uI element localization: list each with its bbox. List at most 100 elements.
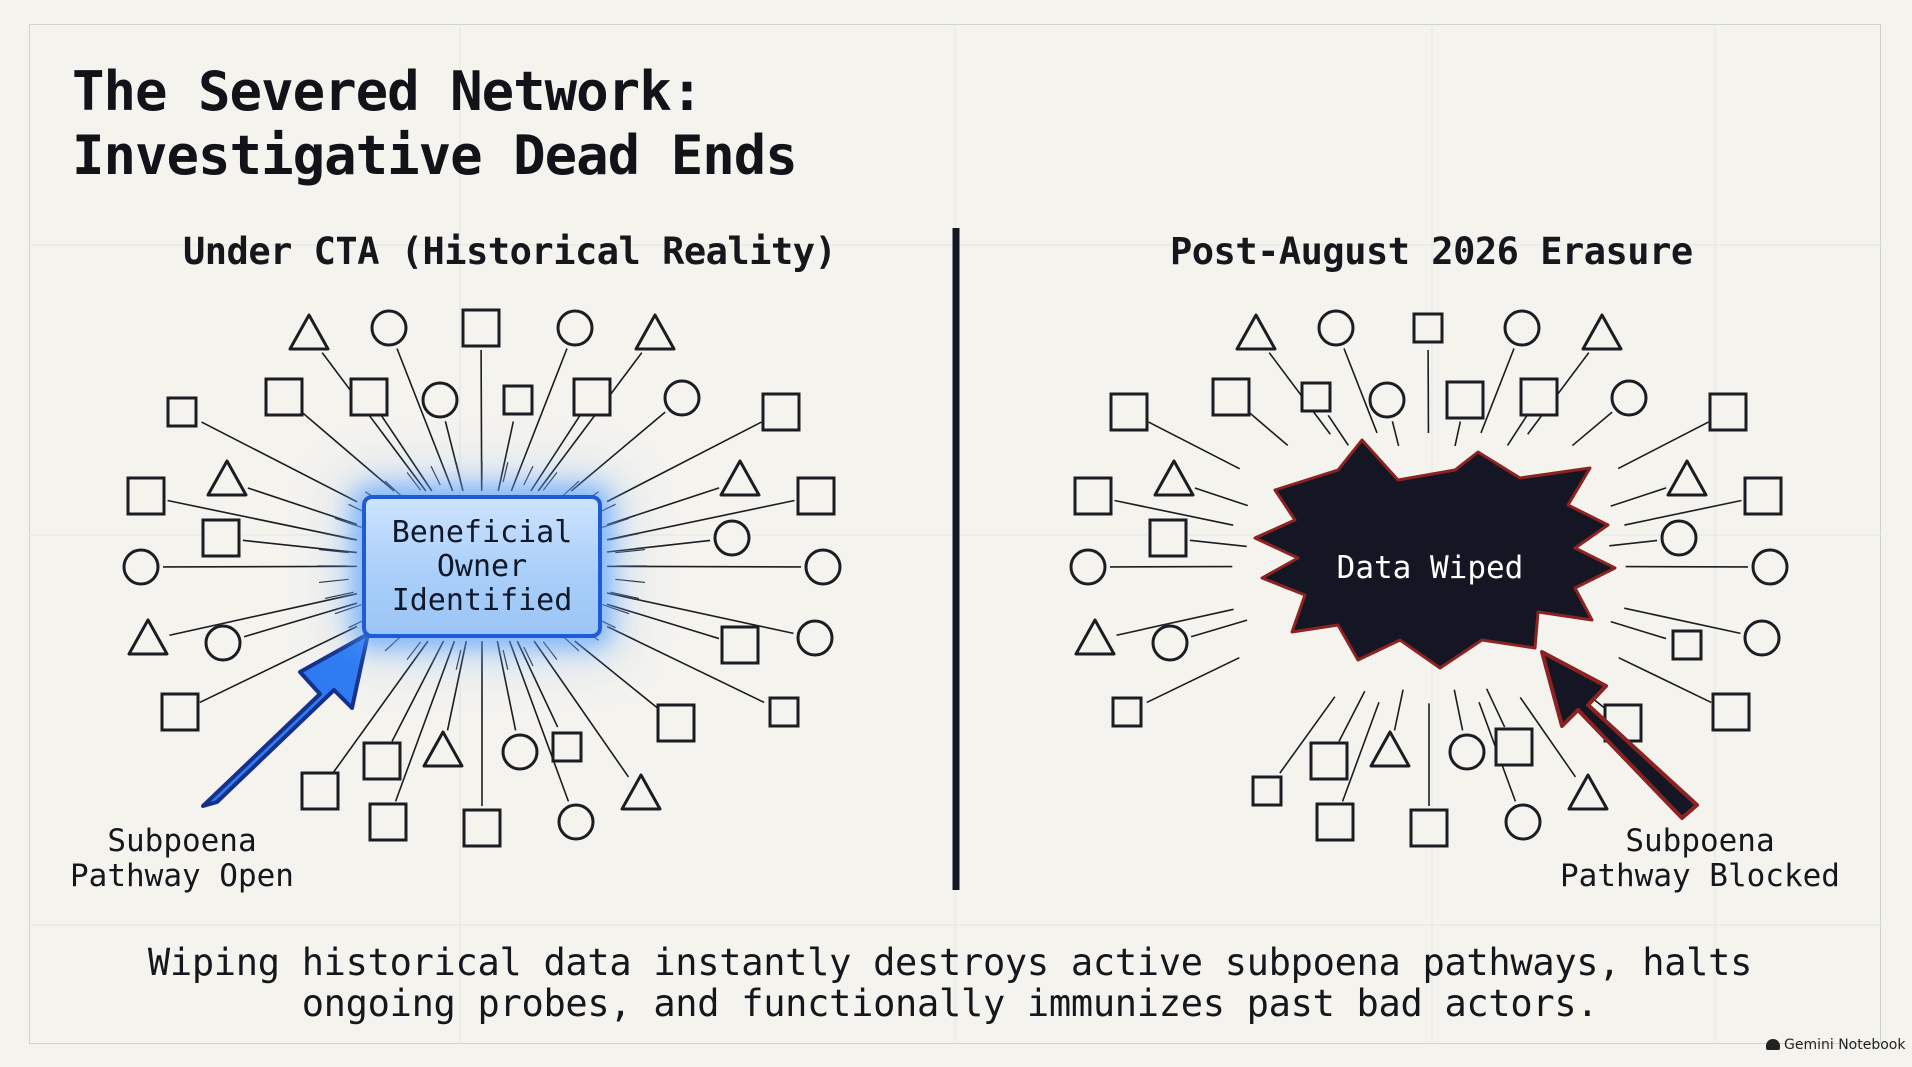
left-glow-spoke xyxy=(406,641,422,660)
left-glow-spoke xyxy=(455,649,462,670)
left-link xyxy=(497,421,515,492)
left-square-node xyxy=(551,731,583,763)
right-square-node xyxy=(1309,741,1349,781)
blocked-caption-line-2: Pathway Blocked xyxy=(1560,858,1840,894)
right-square-node xyxy=(1412,312,1444,344)
left-link xyxy=(570,411,666,492)
right-square-node xyxy=(1315,802,1355,842)
left-square-node xyxy=(761,392,801,432)
right-link xyxy=(1343,348,1378,434)
right-square-node xyxy=(1409,808,1449,848)
left-square-node xyxy=(768,696,800,728)
left-glow-spoke xyxy=(406,472,422,491)
title-line-2: Investigative Dead Ends xyxy=(72,124,798,187)
right-square-node xyxy=(1148,518,1188,558)
left-glow-spoke xyxy=(502,649,509,670)
left-glow-spoke xyxy=(602,604,630,615)
right-link xyxy=(1146,656,1240,704)
left-glow-spoke xyxy=(615,578,646,584)
left-triangle-node xyxy=(422,730,464,768)
footer-line-1: Wiping historical data instantly destroy… xyxy=(147,941,1753,984)
left-glow-spoke xyxy=(334,604,362,615)
right-circle-node xyxy=(1660,519,1698,557)
left-glow-spoke xyxy=(542,641,558,660)
right-link xyxy=(1148,421,1241,470)
right-link xyxy=(1393,689,1404,731)
right-link xyxy=(1610,487,1667,507)
left-square-node xyxy=(166,396,198,428)
right-network-nodes xyxy=(1069,309,1789,848)
left-triangle-node xyxy=(127,618,169,656)
left-link xyxy=(574,640,660,710)
left-link xyxy=(446,640,468,731)
left-link xyxy=(606,603,720,640)
left-network-nodes xyxy=(122,308,842,848)
left-link xyxy=(606,592,794,635)
right-square-node xyxy=(1111,696,1143,728)
right-circle-node xyxy=(1751,548,1789,586)
blocked-caption-line-1: Subpoena xyxy=(1625,823,1775,859)
right-circle-node xyxy=(1610,379,1648,417)
left-link xyxy=(606,625,765,704)
left-square-node xyxy=(368,802,408,842)
left-glow-spoke xyxy=(602,517,630,528)
left-link xyxy=(508,640,570,802)
right-circle-node xyxy=(1448,733,1486,771)
right-triangle-node xyxy=(1567,773,1609,811)
left-triangle-node xyxy=(620,773,662,811)
footer-summary: Wiping historical data instantly destroy… xyxy=(60,942,1840,1024)
left-square-node xyxy=(656,703,696,743)
beneficial-owner-box: Beneficial Owner Identified xyxy=(362,495,602,638)
left-square-node xyxy=(201,518,241,558)
left-link xyxy=(321,352,427,492)
right-link xyxy=(1624,499,1742,526)
open-caption-line-2: Pathway Open xyxy=(70,858,294,894)
right-square-node xyxy=(1445,380,1485,420)
right-link xyxy=(1618,656,1712,704)
left-heading: Under CTA (Historical Reality) xyxy=(183,230,837,273)
right-link xyxy=(1519,696,1577,778)
right-link xyxy=(1617,421,1709,470)
right-square-node xyxy=(1743,476,1783,516)
right-circle-node xyxy=(1503,309,1541,347)
right-link xyxy=(1506,415,1528,446)
left-glow-spoke xyxy=(324,591,354,600)
brand-label: Gemini Notebook xyxy=(1784,1037,1906,1053)
left-circle-node xyxy=(663,379,701,417)
left-link xyxy=(169,592,358,637)
right-link xyxy=(1341,702,1380,802)
right-triangle-node xyxy=(1074,618,1116,656)
left-square-node xyxy=(160,692,200,732)
left-square-node xyxy=(349,377,389,417)
open-pathway-arrow xyxy=(201,632,370,808)
left-triangle-node xyxy=(719,459,761,497)
right-triangle-node xyxy=(1581,313,1623,351)
right-link xyxy=(1338,690,1366,742)
left-triangle-node xyxy=(634,313,676,351)
left-glow-spoke xyxy=(560,480,580,498)
left-glow-spoke xyxy=(318,548,349,554)
right-link xyxy=(1194,487,1249,507)
right-link xyxy=(1453,689,1464,731)
right-square-node xyxy=(1109,392,1149,432)
left-glow-spoke xyxy=(523,646,534,667)
right-square-node xyxy=(1251,775,1283,807)
left-link xyxy=(516,640,559,728)
right-link xyxy=(1609,539,1658,547)
right-circle-node xyxy=(1317,309,1355,347)
left-triangle-node xyxy=(288,313,330,351)
gemini-icon xyxy=(1766,1039,1780,1050)
left-link xyxy=(537,352,643,492)
left-triangle-node xyxy=(206,459,248,497)
right-link xyxy=(1327,414,1350,446)
left-square-node xyxy=(796,476,836,516)
right-circle-node xyxy=(1368,381,1406,419)
left-link xyxy=(530,415,581,492)
right-square-node xyxy=(1519,377,1559,417)
left-link xyxy=(394,640,456,802)
right-triangle-node xyxy=(1235,313,1277,351)
right-link xyxy=(1114,499,1234,526)
